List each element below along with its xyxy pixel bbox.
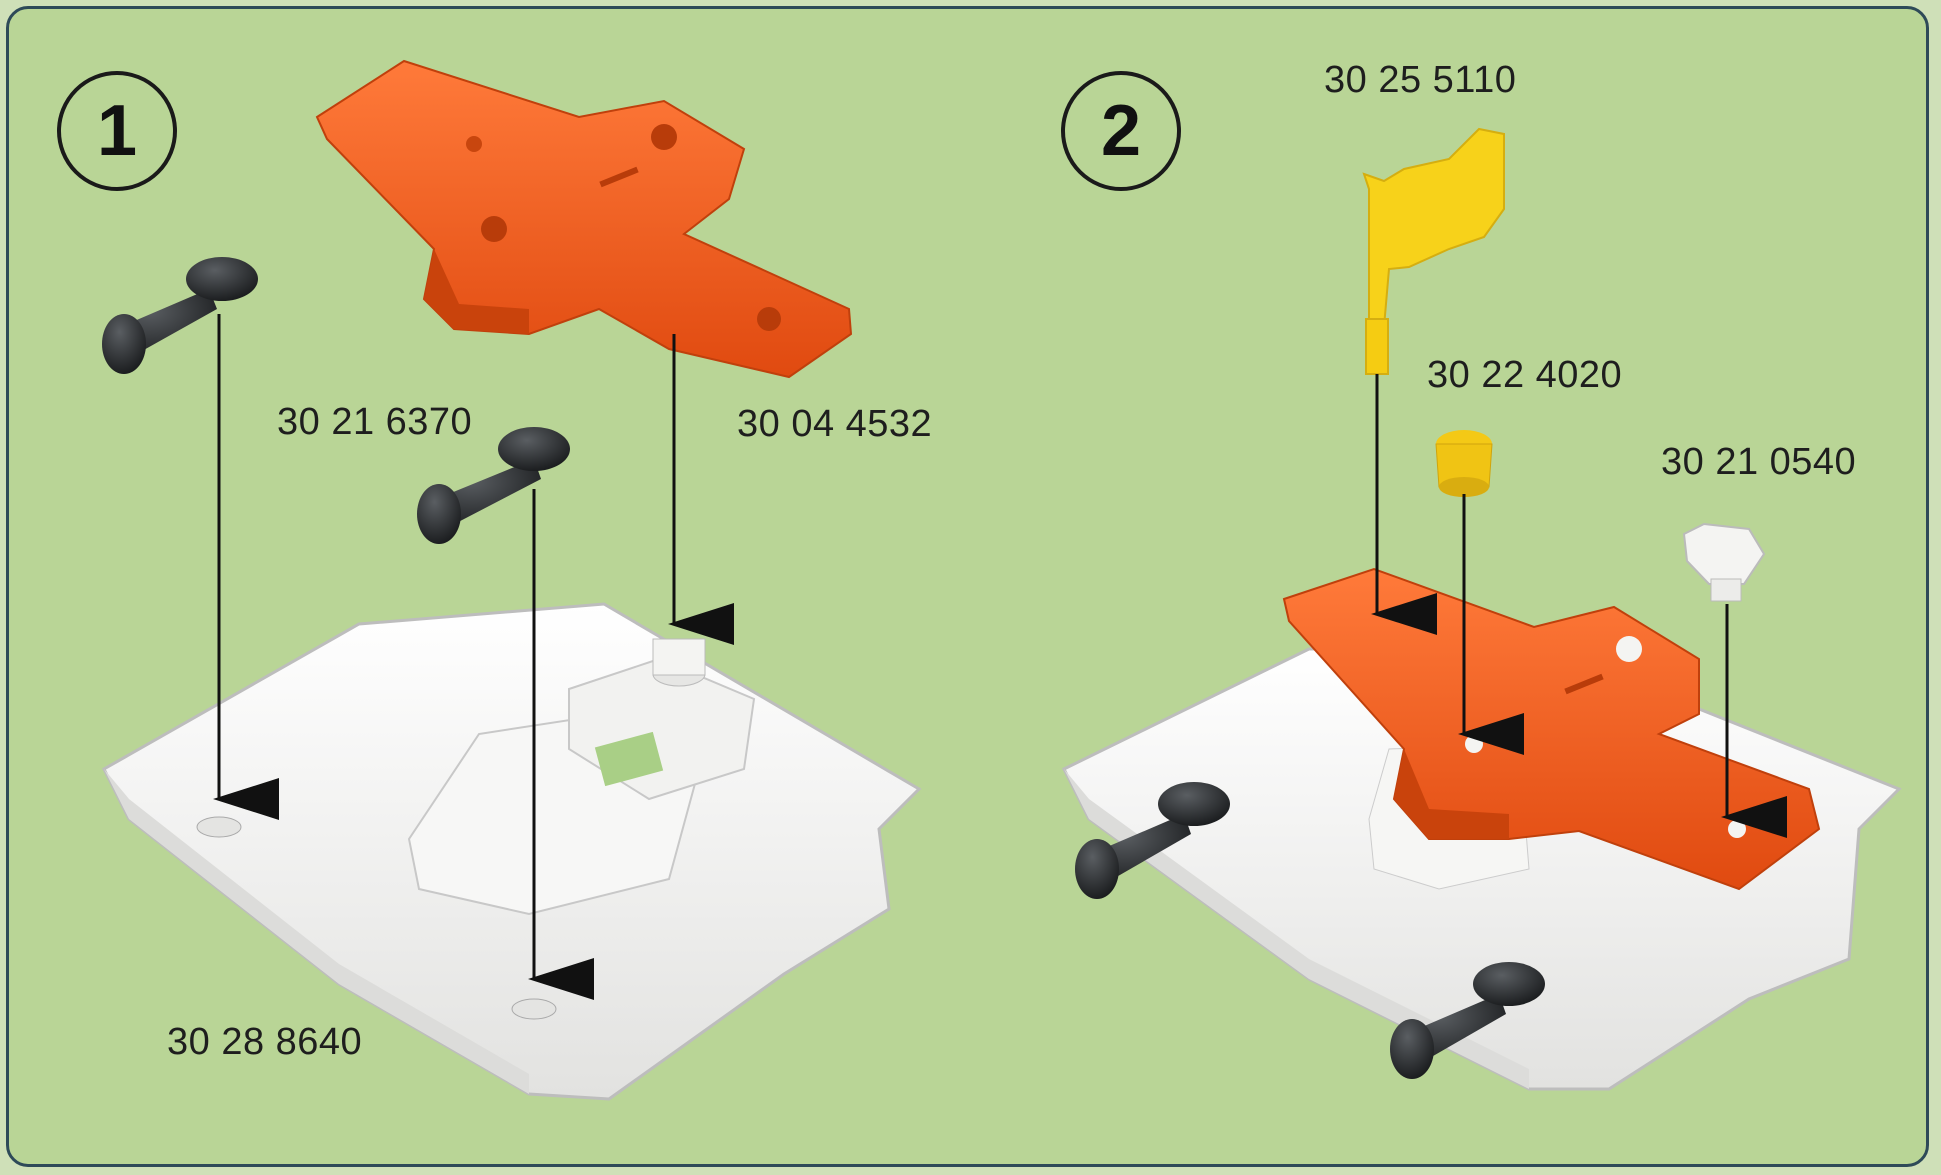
part-code-flag: 30 25 5110	[1324, 59, 1516, 102]
assembly-illustration	[9, 9, 1929, 1167]
white-connector	[1684, 524, 1764, 601]
yellow-cap	[1436, 430, 1492, 497]
step-2-badge: 2	[1061, 71, 1181, 191]
yellow-flag	[1364, 129, 1504, 374]
dark-peg-step1a	[102, 257, 258, 374]
part-code-peg: 30 21 6370	[277, 401, 472, 444]
part-code-connector: 30 21 0540	[1661, 441, 1856, 484]
part-code-cross-plate: 30 04 4532	[737, 403, 932, 446]
step-1-badge: 1	[57, 71, 177, 191]
orange-cross-plate-step1	[317, 61, 851, 377]
part-code-base-plate: 30 28 8640	[167, 1021, 362, 1064]
part-code-cap: 30 22 4020	[1427, 354, 1622, 397]
instruction-panel: 1 2 30 21 6370 30 04 4532 30 28 8640 30 …	[6, 6, 1929, 1167]
dark-peg-step1b	[417, 427, 570, 544]
